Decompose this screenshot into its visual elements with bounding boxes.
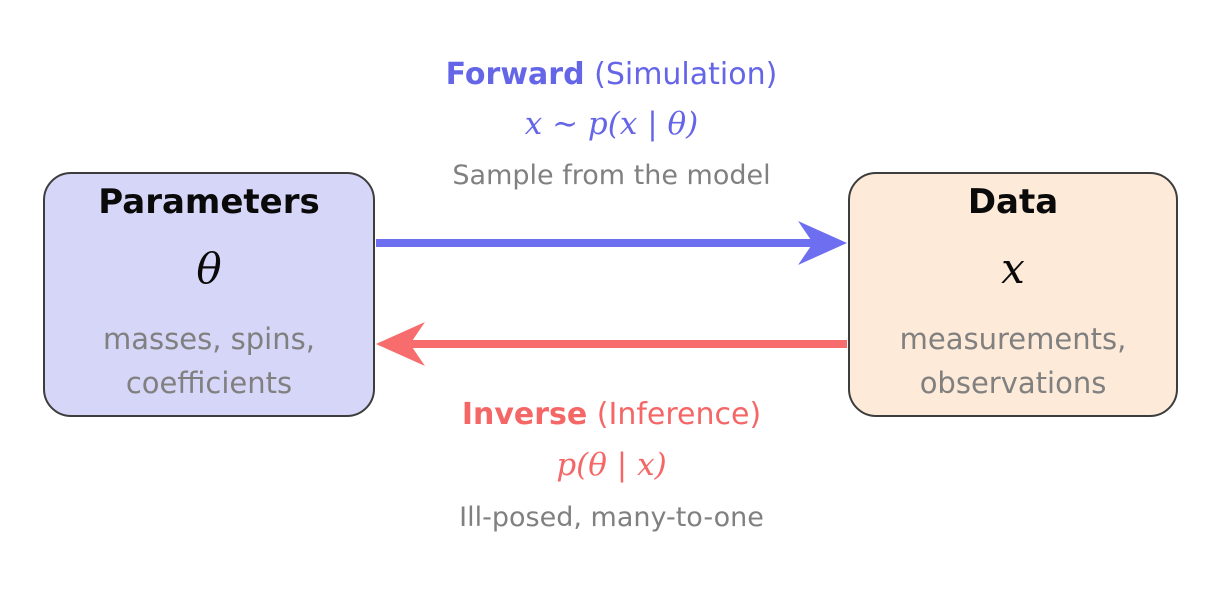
- parameters-description-line2: coefficients: [125, 365, 293, 400]
- forward-label-rest: (Simulation): [584, 57, 778, 92]
- parameters-description-line1: masses, spins,: [103, 321, 315, 356]
- data-box: Data x measurements, observations: [848, 172, 1178, 417]
- data-description: measurements, observations: [850, 317, 1176, 405]
- inverse-caption: Ill-posed, many-to-one: [459, 502, 764, 533]
- data-symbol: x: [1001, 243, 1025, 293]
- forward-arrowhead-icon: [798, 221, 847, 265]
- forward-label: Forward (Simulation): [375, 57, 848, 93]
- parameters-title: Parameters: [98, 182, 320, 222]
- forward-label-bold: Forward: [445, 57, 585, 92]
- inverse-arrow: [376, 322, 847, 366]
- data-description-line1: measurements,: [899, 321, 1127, 356]
- data-title: Data: [967, 182, 1059, 222]
- forward-formula: x ∼ p(x | θ): [524, 106, 699, 142]
- parameters-description: masses, spins, coefficients: [45, 317, 373, 405]
- data-description-line2: observations: [919, 365, 1107, 400]
- inverse-label: Inverse (Inference): [375, 397, 848, 433]
- inverse-arrowhead-icon: [376, 322, 425, 366]
- inverse-label-rest: (Inference): [587, 397, 762, 432]
- inverse-label-bold: Inverse: [461, 397, 588, 432]
- forward-caption: Sample from the model: [452, 160, 771, 191]
- parameters-box: Parameters θ masses, spins, coefficients: [43, 172, 375, 417]
- inverse-formula: p(θ | x): [556, 447, 667, 483]
- forward-arrow: [376, 221, 847, 265]
- parameters-symbol: θ: [196, 243, 222, 293]
